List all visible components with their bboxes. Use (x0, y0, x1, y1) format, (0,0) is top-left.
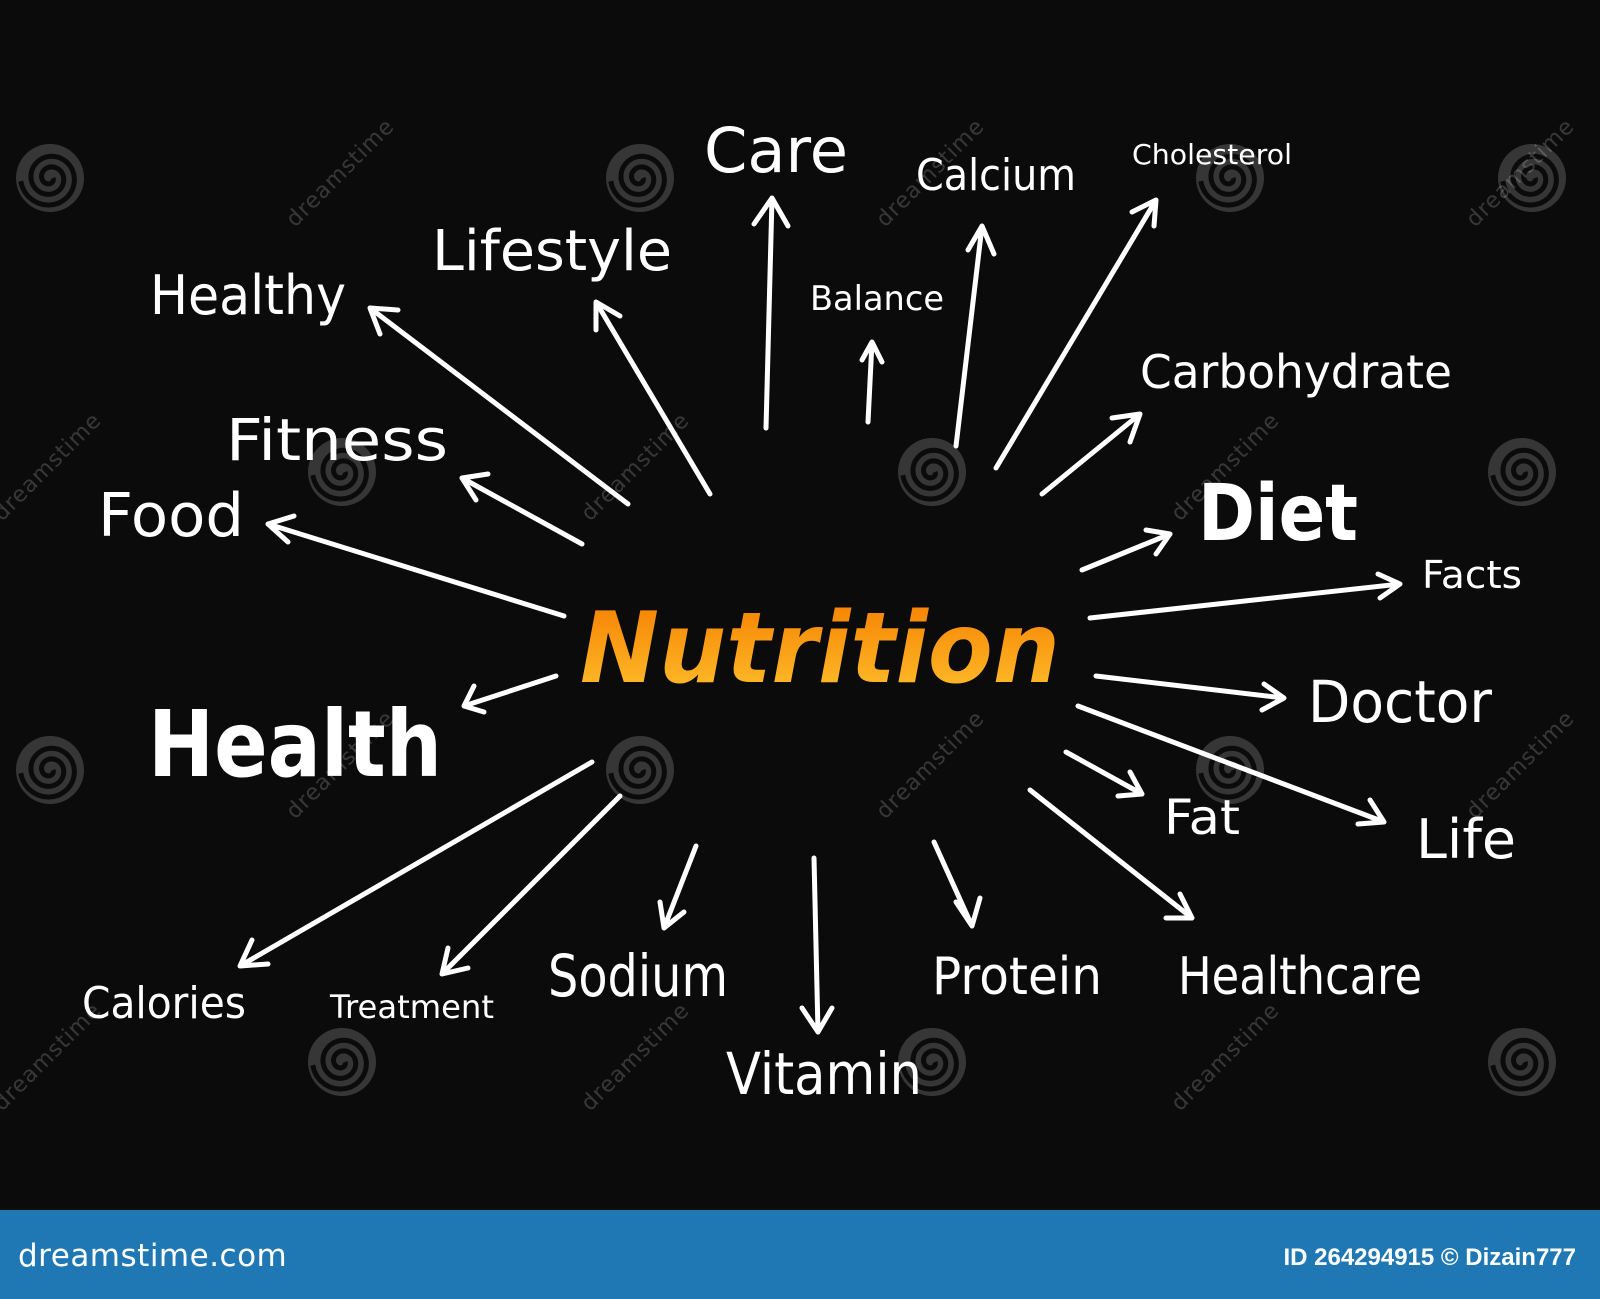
watermark-word: dreamstime (282, 114, 400, 232)
term-diet: Diet (1198, 469, 1358, 559)
arrow-health (461, 673, 559, 715)
watermark-spiral-icon (1196, 144, 1264, 212)
term-fitness: Fitness (226, 406, 448, 474)
term-calcium: Calcium (916, 150, 1076, 201)
watermark-spiral-icon (1498, 144, 1566, 212)
term-life: Life (1416, 808, 1516, 871)
term-doctor: Doctor (1308, 668, 1492, 736)
arrow-calories (237, 759, 595, 969)
term-healthcare: Healthcare (1178, 947, 1422, 1007)
term-healthy: Healthy (150, 264, 346, 327)
term-carbohydrate: Carbohydrate (1140, 345, 1452, 399)
term-balance: Balance (810, 279, 944, 319)
mind-map-canvas: dreamstime dreamstime dreamstime dreamst… (0, 114, 1580, 1117)
term-calories: Calories (82, 978, 246, 1029)
watermark-spiral-icon (606, 144, 674, 212)
watermark-spiral-icon (898, 1028, 966, 1096)
arrow-group (237, 195, 1403, 1035)
term-protein: Protein (932, 947, 1102, 1007)
arrow-fat (1063, 749, 1145, 799)
term-health: Health (148, 691, 442, 798)
arrow-food (265, 513, 567, 619)
arrow-life (1075, 703, 1387, 827)
arrow-calcium (953, 223, 997, 449)
watermark-spiral-icon (606, 736, 674, 804)
term-facts: Facts (1422, 553, 1522, 597)
arrow-lifestyle (593, 299, 713, 497)
watermark-word: dreamstime (872, 706, 990, 824)
watermark-spiral-icon (1488, 1028, 1556, 1096)
term-food: Food (98, 481, 244, 551)
watermark-word: dreamstime (577, 998, 695, 1116)
arrow-cholesterol (993, 197, 1159, 471)
watermark-spiral-icon (308, 438, 376, 506)
arrow-healthcare (1027, 787, 1195, 921)
footer-brand[interactable]: dreamstime.com (18, 1238, 288, 1274)
arrow-sodium (657, 843, 699, 931)
watermark-spiral-icon (1196, 736, 1264, 804)
arrow-facts (1087, 571, 1403, 621)
term-cholesterol: Cholesterol (1132, 138, 1292, 171)
term-fat: Fat (1164, 790, 1240, 846)
term-sodium: Sodium (548, 942, 728, 1010)
arrow-care (751, 195, 791, 431)
watermark-word: dreamstime (1167, 998, 1285, 1116)
watermark-spiral-icon (16, 144, 84, 212)
footer-credit: ID 264294915 © Dizain777 (1283, 1244, 1576, 1271)
arrow-treatment (439, 793, 623, 977)
term-care: Care (704, 114, 848, 187)
arrow-vitamin (799, 855, 835, 1035)
center-term-nutrition: Nutrition (580, 592, 1060, 706)
arrow-fitness (459, 471, 585, 547)
watermark-word: dreamstime (0, 408, 107, 526)
arrow-protein (931, 839, 983, 929)
watermark-word: dreamstime (577, 408, 695, 526)
footer-bar: dreamstime.com ID 264294915 © Dizain777 (0, 1210, 1600, 1299)
mind-map-svg: dreamstime dreamstime dreamstime dreamst… (0, 114, 1580, 1116)
term-treatment: Treatment (329, 988, 494, 1026)
arrow-carbohydrate (1039, 411, 1143, 497)
branch-terms: Care Calcium Cholesterol Lifestyle Healt… (82, 114, 1522, 1108)
arrow-diet (1079, 527, 1173, 573)
watermark-logos (16, 144, 1566, 1096)
term-vitamin: Vitamin (726, 1040, 922, 1108)
watermark-spiral-icon (16, 736, 84, 804)
term-lifestyle: Lifestyle (432, 219, 672, 284)
arrow-balance (859, 339, 885, 425)
arrow-healthy (367, 305, 631, 507)
watermark-spiral-icon (308, 1028, 376, 1096)
watermark-spiral-icon (898, 438, 966, 506)
arrow-doctor (1093, 673, 1287, 713)
watermark-spiral-icon (1488, 438, 1556, 506)
